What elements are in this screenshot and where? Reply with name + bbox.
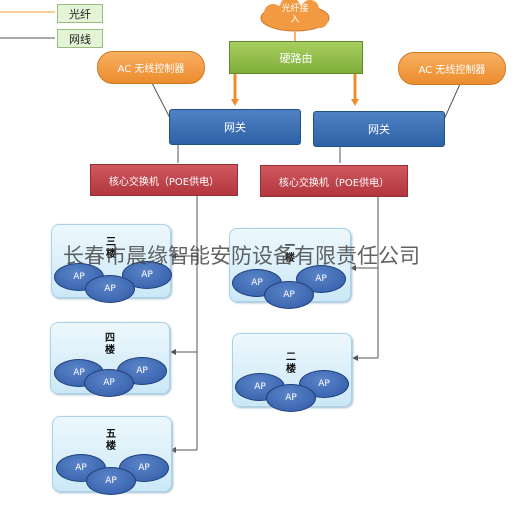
ac-controller-left: AC 无线控制器 (97, 51, 205, 84)
floor-left-bottom: 五楼 AP AP AP (52, 416, 172, 495)
ap-node: AP (86, 467, 136, 495)
legend-fiber: 光纤 (57, 4, 103, 23)
core-switch-right: 核心交换机（POE供电） (260, 165, 408, 197)
fiber-access-cloud (260, 0, 330, 32)
floor-right-top: 一楼 AP AP AP (229, 228, 351, 309)
ap-node: AP (85, 275, 135, 303)
ac-left-line (151, 82, 173, 123)
gateway-right: 网关 (313, 111, 445, 147)
ac-right-line (441, 83, 461, 125)
core-switch-left: 核心交换机（POE供电） (90, 164, 238, 196)
floor-left-mid: 四楼 AP AP AP (50, 322, 170, 397)
ap-node: AP (84, 369, 134, 397)
router: 硬路由 (229, 41, 363, 74)
ap-node: AP (266, 384, 316, 412)
fiber-access-label: 光纤接 入 (281, 4, 309, 25)
gateway-left: 网关 (169, 109, 301, 145)
floor-left-top: 三楼 AP AP AP (51, 224, 172, 303)
company-watermark: 长春市晨缘智能安防设备有限责任公司 (63, 244, 420, 268)
legend-cable: 网线 (57, 29, 103, 48)
ap-node: AP (264, 281, 314, 309)
floor-right-mid: 二楼 AP AP AP (232, 333, 352, 412)
ac-controller-right: AC 无线控制器 (398, 52, 506, 85)
